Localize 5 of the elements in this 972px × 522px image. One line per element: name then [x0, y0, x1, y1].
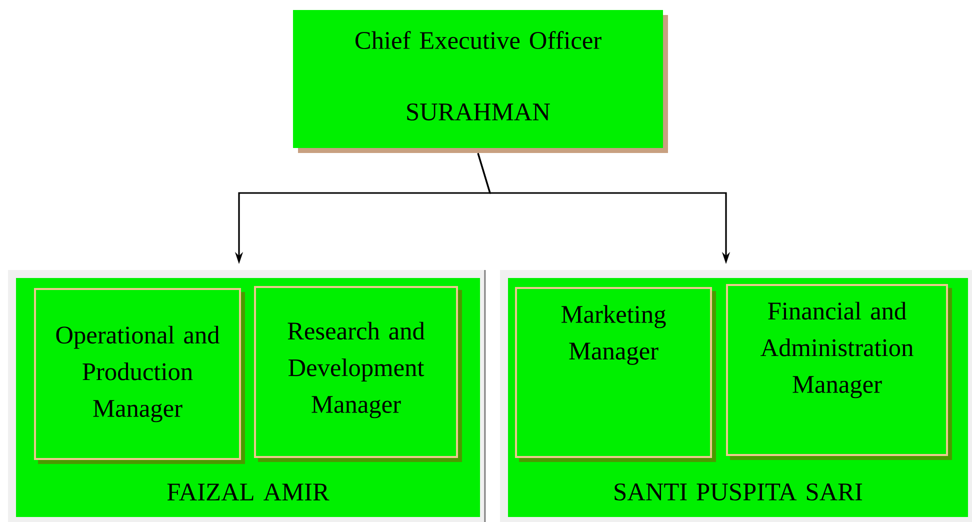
manager-box: Financial and Administration Manager [726, 284, 952, 460]
manager-box: Marketing Manager [515, 287, 716, 462]
executive-box: Chief Executive Officer SURAHMAN [293, 10, 668, 153]
manager-box: Research and Development Manager [254, 286, 462, 462]
manager-box: Operational and Production Manager [34, 288, 245, 464]
